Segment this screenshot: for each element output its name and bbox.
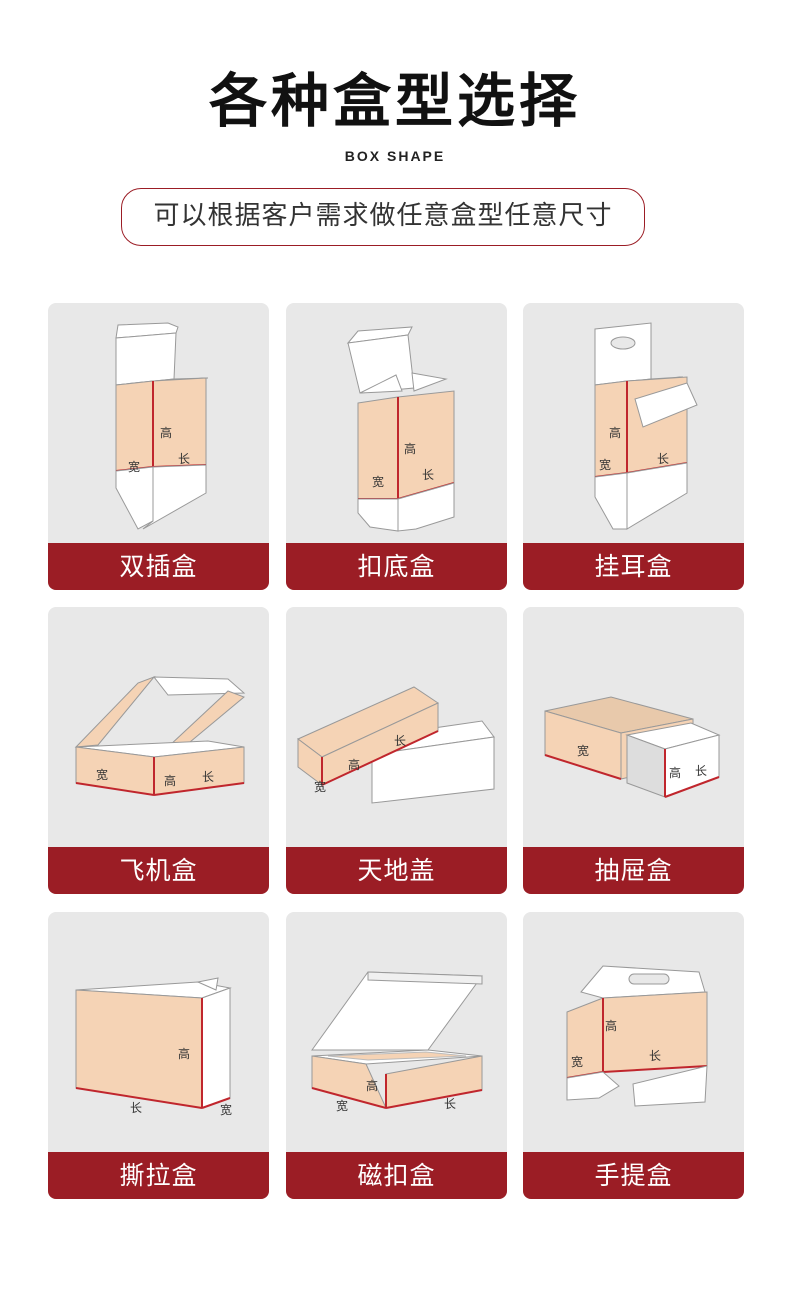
- box-card-lock-bottom[interactable]: 高 宽 长 扣底盒: [286, 303, 507, 590]
- height-label: 高: [178, 1046, 190, 1061]
- length-label: 长: [130, 1101, 142, 1115]
- box-label: 扣底盒: [286, 543, 507, 590]
- length-label: 长: [422, 468, 434, 482]
- width-label: 宽: [314, 779, 326, 794]
- custom-note-pill: 可以根据客户需求做任意盒型任意尺寸: [121, 188, 645, 246]
- lid-and-base-box-illustration: 高 宽 长: [297, 686, 495, 804]
- magnetic-box-illustration: 高 宽 长: [311, 971, 483, 1113]
- height-label: 高: [348, 757, 360, 772]
- length-label: 长: [444, 1097, 456, 1111]
- box-label: 飞机盒: [48, 847, 269, 894]
- length-label: 长: [178, 452, 190, 466]
- height-label: 高: [366, 1078, 378, 1093]
- handle-box-illustration: 高 宽 长: [566, 965, 708, 1107]
- length-label: 长: [657, 452, 669, 466]
- double-tuck-box-illustration: 高 宽 长: [115, 322, 209, 530]
- width-label: 宽: [571, 1054, 583, 1069]
- box-card-drawer[interactable]: 宽 高 长 抽屉盒: [523, 607, 744, 894]
- drawer-box-illustration: 宽 高 长: [544, 696, 721, 798]
- box-card-mailer[interactable]: 宽 高 长 飞机盒: [48, 607, 269, 894]
- box-label: 抽屉盒: [523, 847, 744, 894]
- lock-bottom-box-illustration: 高 宽 长: [346, 326, 455, 532]
- height-label: 高: [164, 773, 176, 788]
- box-card-double-tuck[interactable]: 高 宽 长 双插盒: [48, 303, 269, 590]
- width-label: 宽: [96, 767, 108, 782]
- box-label: 磁扣盒: [286, 1152, 507, 1199]
- height-label: 高: [669, 765, 681, 780]
- page-subtitle: BOX SHAPE: [344, 148, 446, 164]
- length-label: 长: [649, 1049, 661, 1063]
- width-label: 宽: [220, 1102, 232, 1117]
- box-card-tear-strip[interactable]: 高 长 宽 撕拉盒: [48, 912, 269, 1199]
- height-label: 高: [160, 425, 172, 440]
- width-label: 宽: [336, 1098, 348, 1113]
- length-label: 长: [695, 764, 707, 778]
- page-title: 各种盒型选择: [208, 67, 581, 135]
- height-label: 高: [404, 441, 416, 456]
- box-card-handle[interactable]: 高 宽 长 手提盒: [523, 912, 744, 1199]
- width-label: 宽: [599, 457, 611, 472]
- height-label: 高: [605, 1018, 617, 1033]
- height-label: 高: [609, 425, 621, 440]
- box-card-magnetic[interactable]: 高 宽 长 磁扣盒: [286, 912, 507, 1199]
- length-label: 长: [394, 734, 406, 748]
- box-card-hanger[interactable]: 高 宽 长 挂耳盒: [523, 303, 744, 590]
- width-label: 宽: [372, 474, 384, 489]
- box-label: 手提盒: [523, 1152, 744, 1199]
- box-card-lid-base[interactable]: 高 宽 长 天地盖: [286, 607, 507, 894]
- tear-strip-box-illustration: 高 长 宽: [75, 977, 232, 1117]
- length-label: 长: [202, 770, 214, 784]
- hanger-box-illustration: 高 宽 长: [594, 322, 698, 530]
- mailer-box-illustration: 宽 高 长: [74, 675, 246, 796]
- width-label: 宽: [128, 459, 140, 474]
- width-label: 宽: [577, 743, 589, 758]
- box-label: 挂耳盒: [523, 543, 744, 590]
- box-label: 天地盖: [286, 847, 507, 894]
- box-label: 双插盒: [48, 543, 269, 590]
- box-label: 撕拉盒: [48, 1152, 269, 1199]
